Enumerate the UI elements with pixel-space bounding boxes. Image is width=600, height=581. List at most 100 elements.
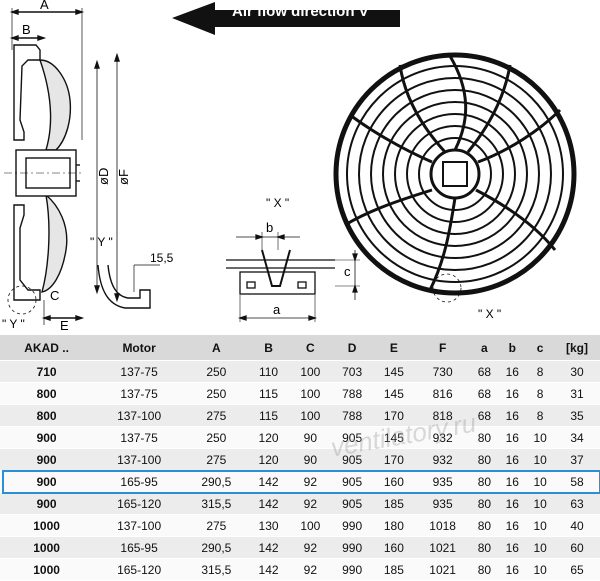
table-cell: 990 (331, 536, 373, 559)
table-cell: 932 (414, 426, 471, 449)
table-cell: 31 (554, 382, 600, 405)
table-cell: 16 (498, 558, 527, 581)
table-cell: 137-75 (93, 382, 186, 405)
table-cell: 1018 (414, 514, 471, 537)
table-cell: 120 (247, 426, 290, 449)
table-cell: 905 (331, 470, 373, 493)
table-cell: 92 (289, 470, 332, 493)
table-cell: 142 (247, 470, 290, 493)
detail-X-title: " X " (266, 196, 289, 210)
table-cell: 68 (470, 404, 499, 427)
row-model-cell: 900 (0, 448, 94, 471)
table-cell: 703 (331, 360, 373, 383)
table-cell: 275 (185, 514, 248, 537)
row-model-cell: 710 (0, 360, 94, 383)
row-model-cell: 1000 (0, 514, 94, 537)
dim-b-label: b (266, 220, 273, 235)
table-cell: 142 (247, 536, 290, 559)
table-cell: 92 (289, 492, 332, 515)
table-cell: 730 (414, 360, 471, 383)
table-cell: 932 (414, 448, 471, 471)
table-cell: 110 (247, 360, 290, 383)
fan-front-view (333, 52, 577, 303)
table-cell: 16 (498, 404, 527, 427)
table-cell: 137-100 (93, 514, 186, 537)
table-cell: 1021 (414, 558, 471, 581)
table-cell: 16 (498, 536, 527, 559)
table-cell: 16 (498, 382, 527, 405)
table-cell: 990 (331, 514, 373, 537)
table-cell: 40 (554, 514, 600, 537)
table-cell: 137-75 (93, 360, 186, 383)
table-cell: 80 (470, 426, 499, 449)
fan-dimension-drawing: Air flow direction V (2, 0, 577, 333)
table-cell: 145 (373, 382, 415, 405)
table-cell: 1021 (414, 536, 471, 559)
table-cell: 80 (470, 448, 499, 471)
table-cell: 290,5 (185, 536, 248, 559)
table-cell: 250 (185, 382, 248, 405)
airflow-label: Air flow direction V (232, 3, 369, 20)
dim-a-label: a (273, 302, 281, 317)
table-cell: 80 (470, 514, 499, 537)
column-header: b (498, 335, 527, 361)
table-cell: 120 (247, 448, 290, 471)
row-model-cell: 1000 (0, 558, 94, 581)
table-cell: 145 (373, 360, 415, 383)
row-model-cell: 800 (0, 404, 94, 427)
table-cell: 37 (554, 448, 600, 471)
table-cell: 8 (526, 404, 555, 427)
table-cell: 100 (289, 382, 332, 405)
table-cell: 170 (373, 448, 415, 471)
table-cell: 100 (289, 360, 332, 383)
table-cell: 16 (498, 426, 527, 449)
table-cell: 905 (331, 448, 373, 471)
airflow-arrow (172, 2, 400, 35)
table-cell: 185 (373, 558, 415, 581)
dim-c-label: c (344, 264, 351, 279)
table-cell: 16 (498, 360, 527, 383)
column-header: B (247, 335, 290, 361)
row-model-cell: 900 (0, 426, 94, 449)
table-cell: 16 (498, 448, 527, 471)
table-cell: 185 (373, 492, 415, 515)
table-cell: 35 (554, 404, 600, 427)
table-cell: 142 (247, 558, 290, 581)
table-cell: 275 (185, 404, 248, 427)
table-cell: 115 (247, 404, 290, 427)
table-cell: 68 (470, 382, 499, 405)
table-cell: 250 (185, 360, 248, 383)
table-cell: 905 (331, 492, 373, 515)
column-header: A (185, 335, 248, 361)
column-header: AKAD .. (0, 335, 94, 361)
table-cell: 16 (498, 492, 527, 515)
table-cell: 80 (470, 536, 499, 559)
dim-C-label: C (50, 288, 59, 303)
detail-Y-drawing (97, 264, 160, 309)
column-header: C (289, 335, 332, 361)
table-cell: 30 (554, 360, 600, 383)
table-cell: 818 (414, 404, 471, 427)
table-cell: 142 (247, 492, 290, 515)
table-cell: 10 (526, 536, 555, 559)
table-cell: 58 (554, 470, 600, 493)
row-model-cell: 900 (0, 492, 94, 515)
dim-B-label: B (22, 22, 31, 37)
table-cell: 10 (526, 492, 555, 515)
column-header: [kg] (554, 335, 600, 361)
table-cell: 250 (185, 426, 248, 449)
table-cell: 100 (289, 514, 332, 537)
table-cell: 137-75 (93, 426, 186, 449)
column-header: D (331, 335, 373, 361)
dim-F-label: øF (116, 169, 131, 185)
table-cell: 90 (289, 426, 332, 449)
table-cell: 905 (331, 426, 373, 449)
table-cell: 10 (526, 514, 555, 537)
table-cell: 80 (470, 470, 499, 493)
table-cell: 65 (554, 558, 600, 581)
